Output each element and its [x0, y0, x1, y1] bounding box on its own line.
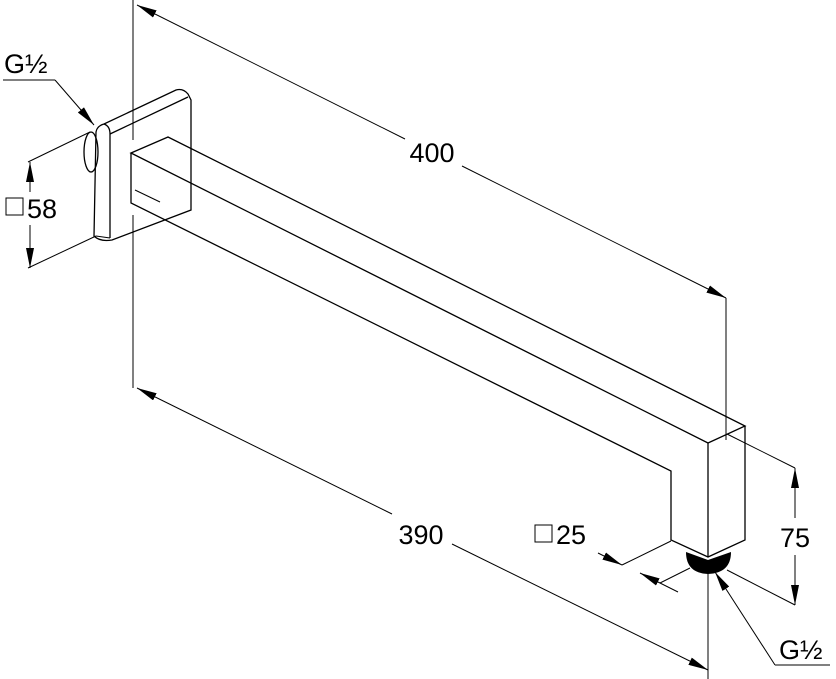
dimension-flange-size: 58 — [27, 194, 57, 224]
dimension-arm-length: 400 — [409, 138, 454, 168]
dimension-projection: 390 — [398, 520, 443, 550]
wall-flange — [83, 88, 192, 242]
thread-inlet-label: G½ — [4, 49, 48, 79]
shower-arm — [129, 136, 747, 574]
square-symbol-icon-2 — [534, 524, 553, 543]
dimension-arm-section: 25 — [556, 520, 586, 550]
thread-outlet-label: G½ — [779, 635, 823, 665]
square-symbol-icon — [5, 197, 24, 216]
dimension-drop-height: 75 — [780, 523, 810, 553]
